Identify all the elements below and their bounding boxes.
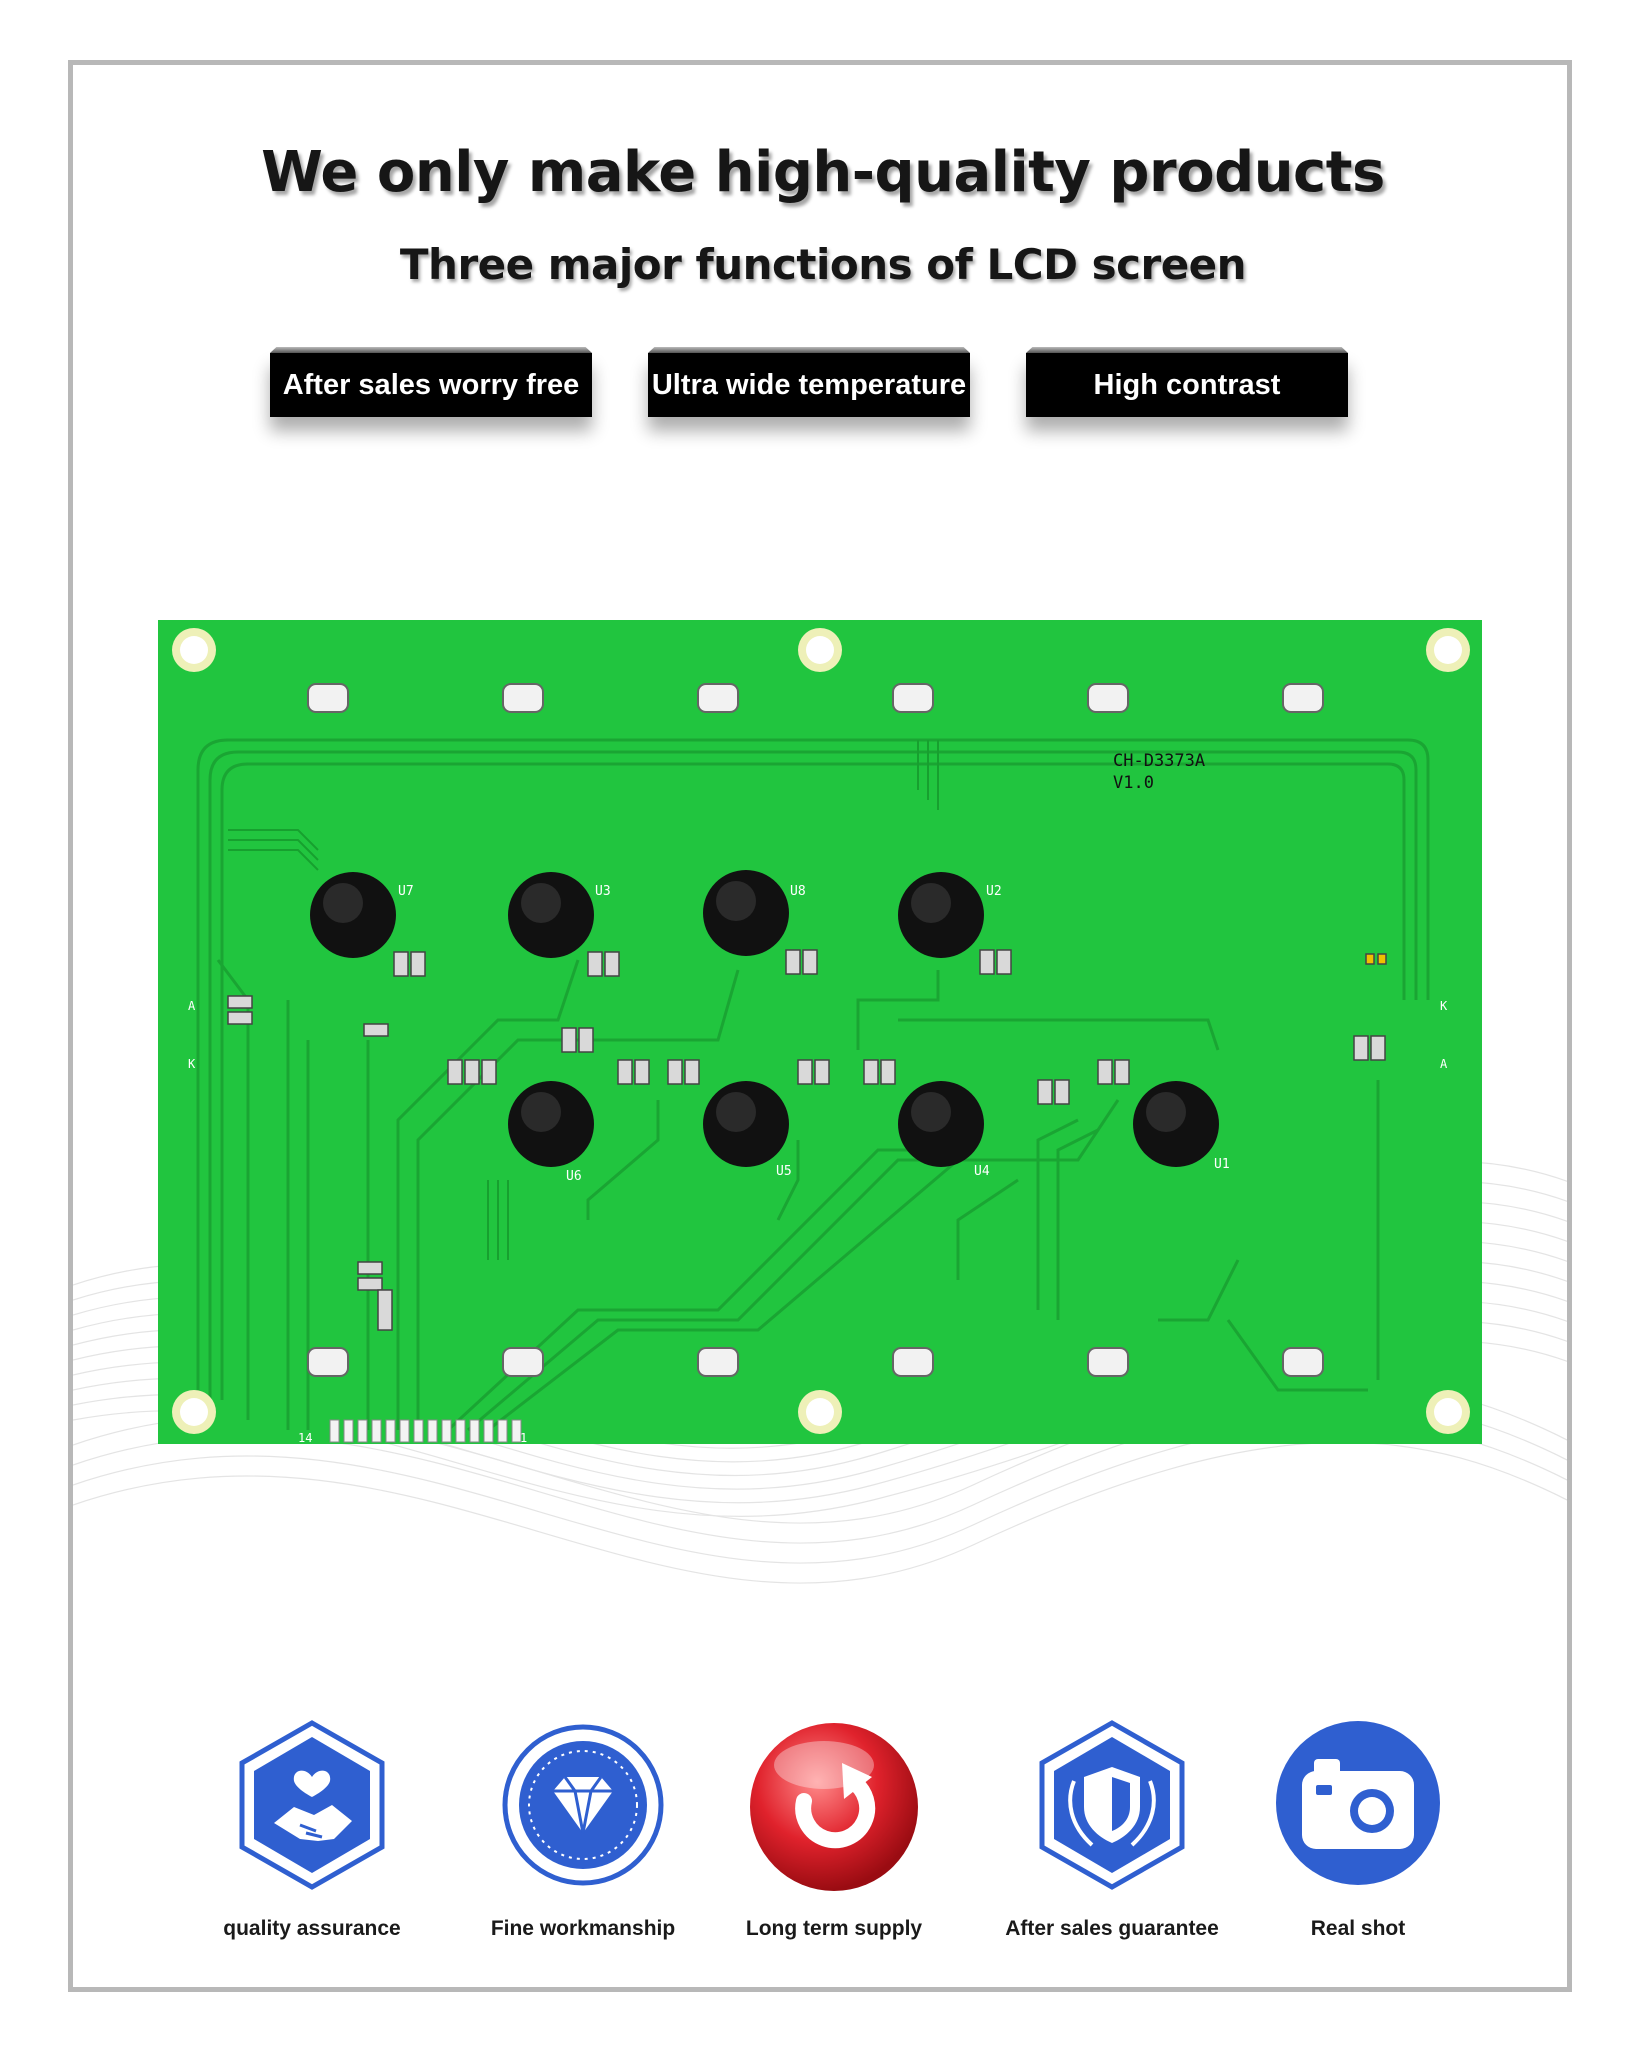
- chip-label-u2: U2: [986, 884, 1002, 899]
- pad-label-a-left: A: [188, 999, 196, 1013]
- board-model-label: CH-D3373A: [1113, 751, 1205, 771]
- subheadline: Three major functions of LCD screen: [399, 240, 1247, 289]
- chip-label-u7: U7: [398, 884, 414, 899]
- diamond-icon: [502, 1724, 664, 1886]
- chip-label-u5: U5: [776, 1164, 792, 1179]
- feature-quality-assurance: quality assurance: [162, 1715, 462, 1941]
- tag-ultra-wide-temperature: Ultra wide temperature: [648, 353, 970, 417]
- feature-label: Fine workmanship: [490, 1917, 676, 1940]
- feature-label: quality assurance: [223, 1917, 401, 1940]
- tag-high-contrast: High contrast: [1026, 353, 1348, 417]
- feature-label: After sales guarantee: [1005, 1917, 1219, 1940]
- pad-label-k-left: K: [188, 1057, 196, 1071]
- handshake-heart-icon: [239, 1720, 385, 1890]
- shield-laurel-icon: [1039, 1720, 1185, 1890]
- pad-label-a-right: A: [1440, 1057, 1448, 1071]
- feature-long-term-supply: Long term supply: [684, 1715, 984, 1941]
- smd-components: [227, 949, 1387, 1331]
- feature-real-shot: Real shot: [1208, 1715, 1508, 1941]
- pcb-trace-fan: [228, 740, 939, 1260]
- tag-after-sales: After sales worry free: [270, 353, 592, 417]
- chip-label-u6: U6: [566, 1169, 582, 1184]
- feature-label: Real shot: [1310, 1917, 1406, 1940]
- feature-label: Long term supply: [745, 1917, 923, 1940]
- chip-label-u8: U8: [790, 884, 806, 899]
- metal-tabs: [307, 683, 1324, 1377]
- chip-blobs: [310, 870, 1219, 1167]
- headline: We only make high-quality products: [261, 140, 1385, 205]
- pin-last-label: 1: [520, 1431, 527, 1444]
- pin-first-label: 14: [298, 1431, 312, 1444]
- board-version-label: V1.0: [1113, 773, 1154, 793]
- chip-label-u4: U4: [974, 1164, 990, 1179]
- lcd-pcb-board: CH-D3373A V1.0 U7 U3 U8 U2 U6 U5 U4 U1 1…: [158, 620, 1482, 1444]
- feature-after-sales-guarantee: After sales guarantee: [962, 1715, 1262, 1941]
- chip-label-u3: U3: [595, 884, 611, 899]
- pad-label-k-right: K: [1440, 999, 1448, 1013]
- connector-pins: [329, 1419, 522, 1443]
- camera-icon: [1276, 1721, 1440, 1885]
- mounting-holes: [172, 628, 1470, 1434]
- chip-label-u1: U1: [1214, 1157, 1230, 1172]
- refresh-arrow-icon: [750, 1723, 918, 1891]
- pcb-substrate: [158, 620, 1482, 1444]
- feature-fine-workmanship: Fine workmanship: [433, 1715, 733, 1941]
